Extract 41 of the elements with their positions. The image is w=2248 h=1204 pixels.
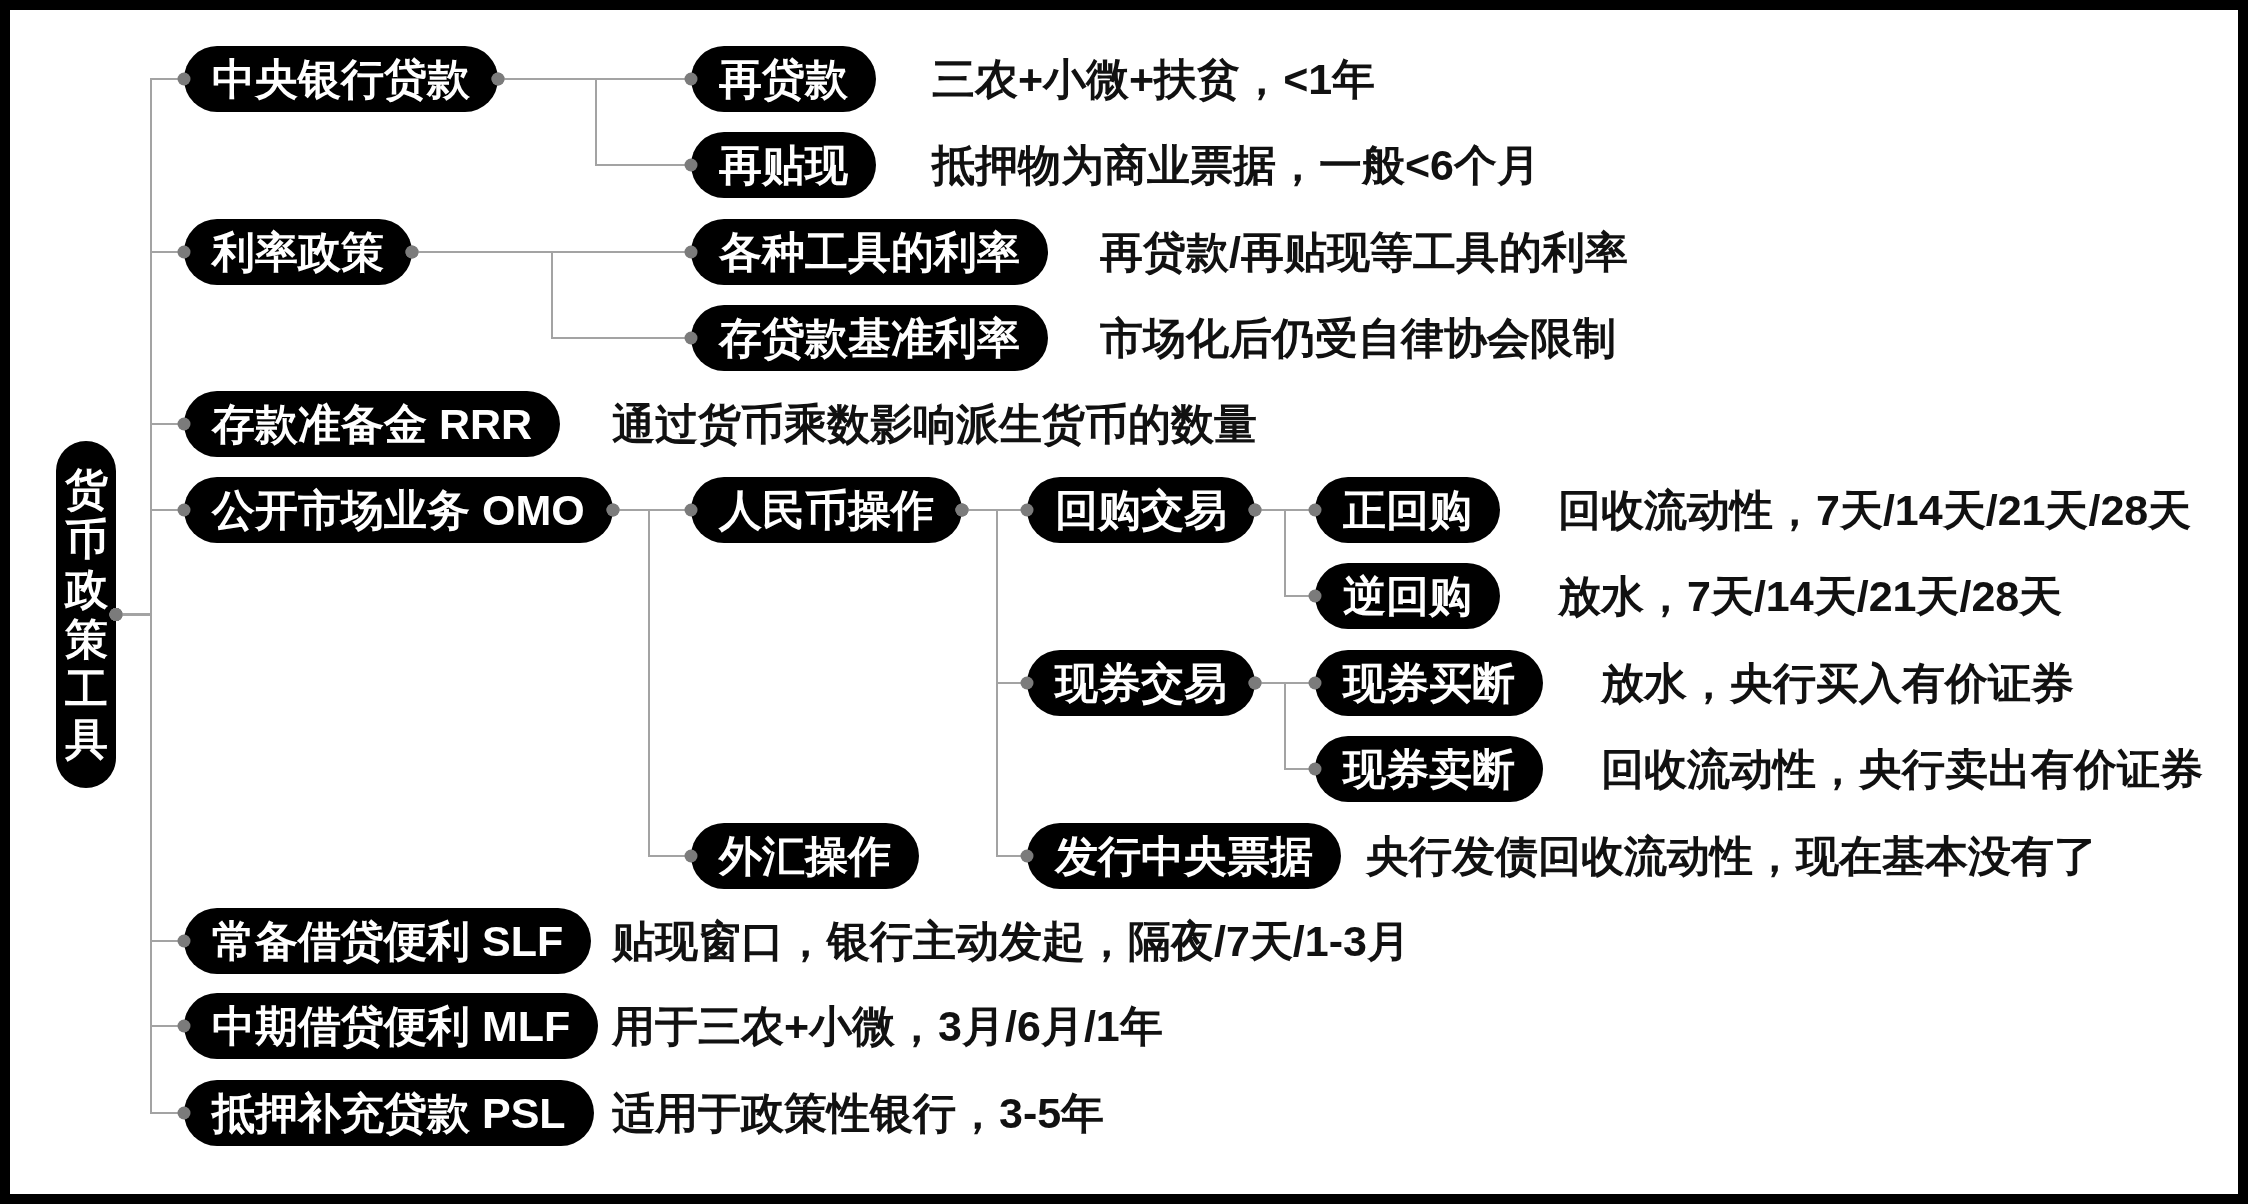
description-text: 放水，7天/14天/21天/28天 [1558, 571, 2063, 622]
connector [606, 503, 698, 863]
connector [109, 608, 191, 1120]
topic-pill: 逆回购 [1315, 563, 1500, 629]
topic-pill: 存款准备金 RRR [184, 391, 561, 457]
topic-pill: 现券买断 [1315, 650, 1543, 716]
topic-pill: 正回购 [1315, 477, 1500, 543]
description-text: 市场化后仍受自律协会限制 [1100, 313, 1616, 364]
topic-pill: 再贴现 [691, 132, 876, 198]
topic-pill: 再贷款 [691, 46, 876, 112]
topic-pill: 存贷款基准利率 [691, 305, 1048, 371]
connector [405, 245, 698, 345]
description-text: 抵押物为商业票据，一般<6个月 [932, 140, 1541, 191]
topic-pill: 现券交易 [1027, 650, 1255, 716]
description-text: 贴现窗口，银行主动发起，隔夜/7天/1-3月 [612, 916, 1410, 967]
description-text: 回收流动性，7天/14天/21天/28天 [1558, 485, 2192, 536]
description-text: 适用于政策性银行，3-5年 [612, 1088, 1105, 1139]
connector [1248, 503, 1322, 603]
connector [1248, 676, 1322, 776]
topic-pill: 回购交易 [1027, 477, 1255, 543]
topic-pill: 公开市场业务 OMO [184, 477, 613, 543]
connector [491, 72, 698, 172]
central-topic-pill: 货币政策工具 [56, 441, 116, 788]
topic-pill: 各种工具的利率 [691, 219, 1048, 285]
connector [955, 503, 1034, 863]
topic-pill: 抵押补充贷款 PSL [184, 1080, 594, 1146]
topic-pill: 外汇操作 [691, 823, 919, 889]
description-text: 再贷款/再贴现等工具的利率 [1100, 227, 1628, 278]
topic-pill: 现券卖断 [1315, 736, 1543, 802]
topic-pill: 常备借贷便利 SLF [184, 908, 592, 974]
description-text: 三农+小微+扶贫，<1年 [932, 54, 1376, 105]
topic-pill: 利率政策 [184, 219, 412, 285]
description-text: 用于三农+小微，3月/6月/1年 [612, 1001, 1163, 1052]
topic-pill: 中期借贷便利 MLF [184, 993, 599, 1059]
topic-pill: 中央银行贷款 [184, 46, 498, 112]
description-text: 通过货币乘数影响派生货币的数量 [612, 399, 1257, 450]
description-text: 央行发债回收流动性，现在基本没有了 [1366, 831, 2097, 882]
topic-pill: 人民币操作 [691, 477, 962, 543]
description-text: 回收流动性，央行卖出有价证券 [1601, 744, 2203, 795]
topic-pill: 发行中央票据 [1027, 823, 1341, 889]
description-text: 放水，央行买入有价证券 [1601, 658, 2074, 709]
